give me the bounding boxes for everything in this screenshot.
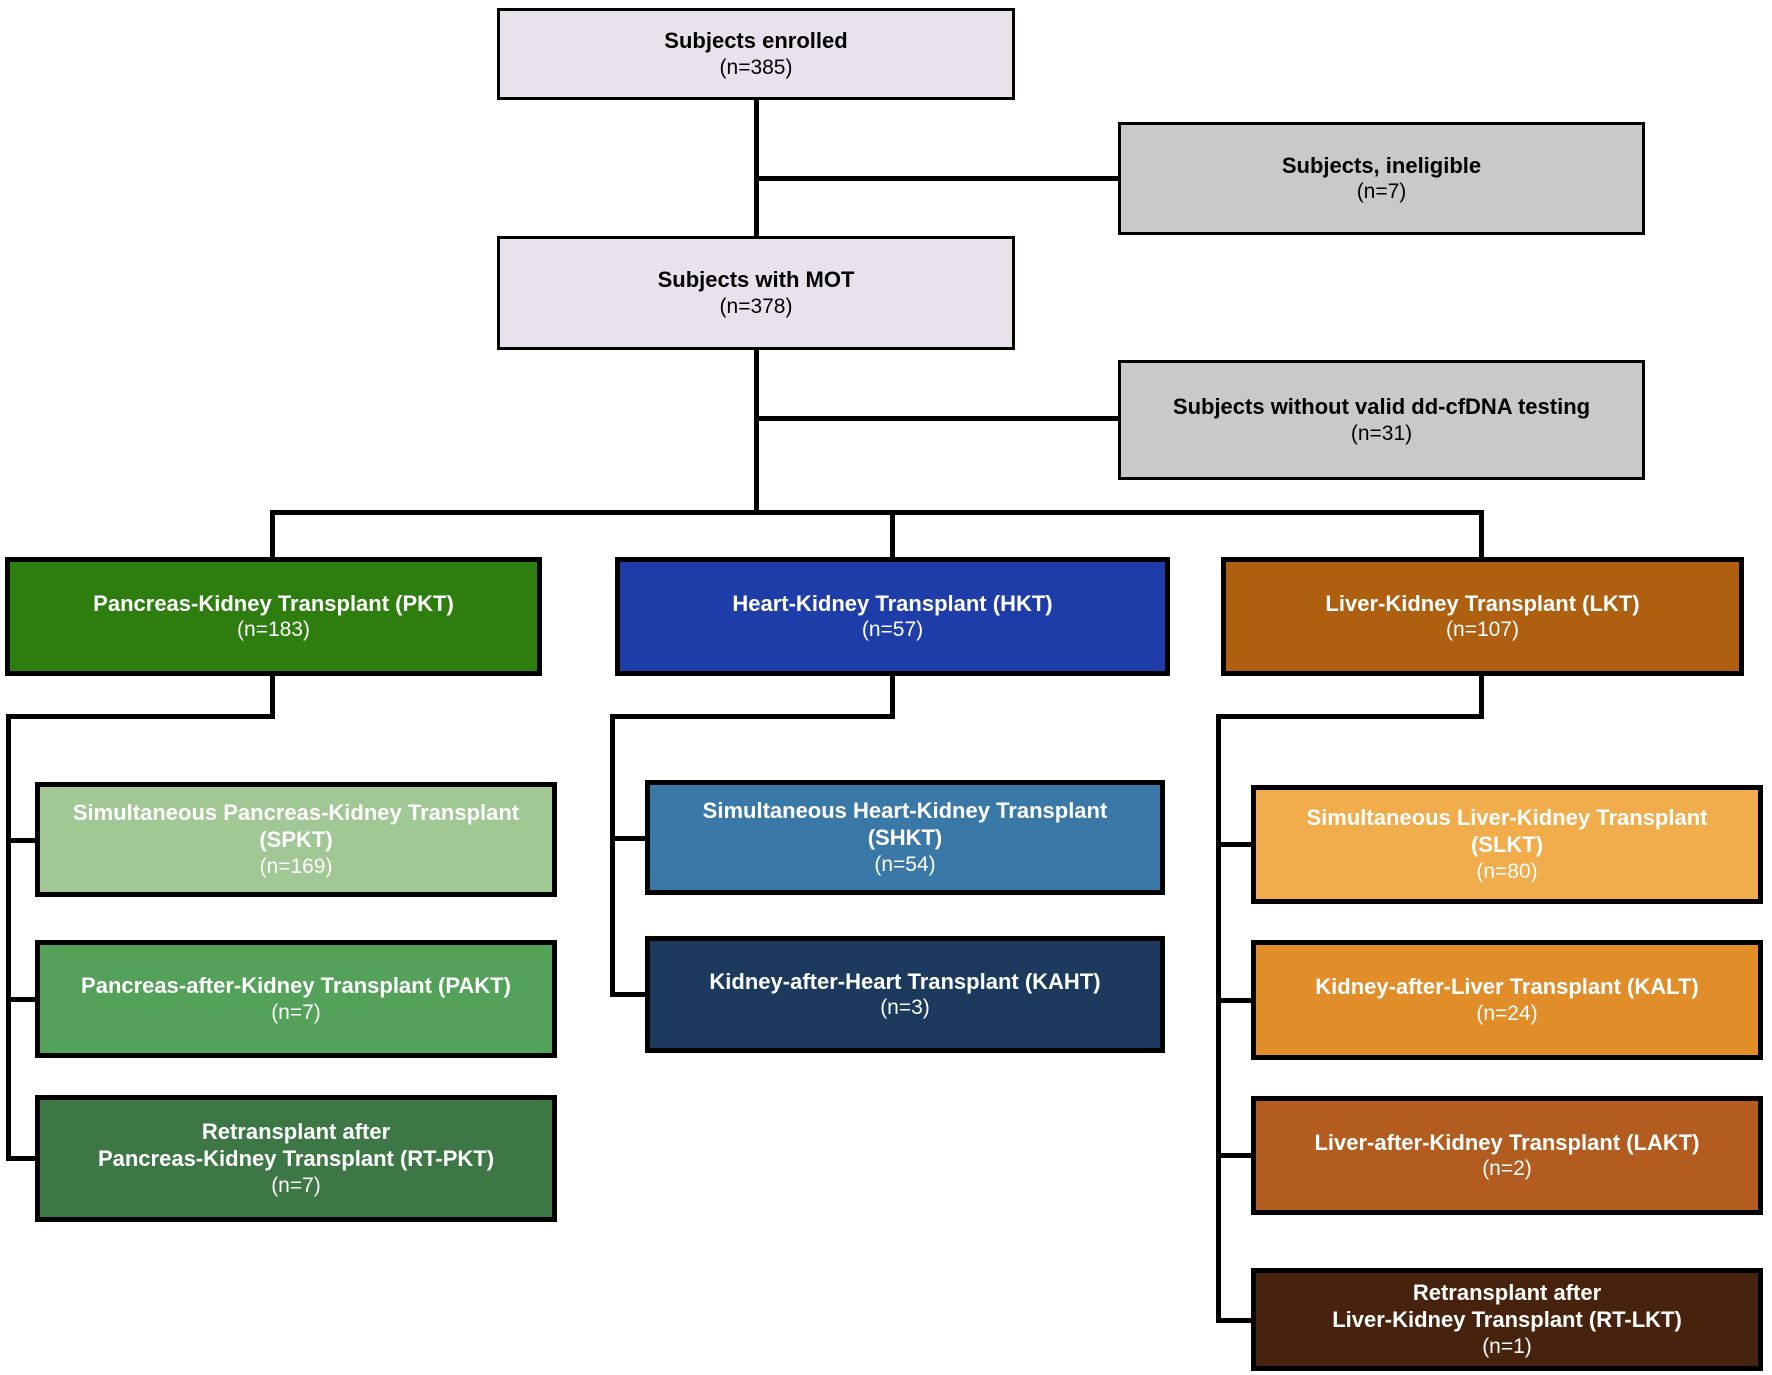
box-kalt-title: Kidney-after-Liver Transplant (KALT)	[1315, 974, 1699, 1000]
box-pakt-title: Pancreas-after-Kidney Transplant (PAKT)	[81, 973, 511, 999]
box-subjects-with-mot: Subjects with MOT (n=378)	[497, 236, 1015, 350]
box-kaht-title: Kidney-after-Heart Transplant (KAHT)	[709, 968, 1101, 994]
box-slkt-title2: (SLKT)	[1470, 832, 1544, 858]
box-subjects-without-cfdna-title: Subjects without valid dd-cfDNA testing	[1172, 394, 1591, 420]
box-rtlkt: Retransplant after Liver-Kidney Transpla…	[1251, 1268, 1763, 1371]
box-lakt-count: (n=2)	[1482, 1157, 1532, 1181]
box-subjects-ineligible-title: Subjects, ineligible	[1281, 152, 1482, 178]
connector-stub-spkt	[6, 838, 35, 843]
connector-to-no-cfdna	[754, 416, 1118, 421]
box-shkt-title: Simultaneous Heart-Kidney Transplant	[702, 798, 1108, 824]
box-slkt: Simultaneous Liver-Kidney Transplant (SL…	[1251, 785, 1763, 904]
box-spkt-title2: (SPKT)	[259, 827, 333, 853]
box-shkt: Simultaneous Heart-Kidney Transplant (SH…	[645, 780, 1165, 895]
connector-pkt-elbow-vertical	[270, 676, 275, 719]
box-rtpkt: Retransplant after Pancreas-Kidney Trans…	[35, 1095, 557, 1222]
connector-lkt-elbow-horizontal	[1216, 714, 1484, 719]
connector-to-ineligible	[754, 176, 1118, 181]
box-shkt-count: (n=54)	[874, 852, 936, 876]
box-pkt: Pancreas-Kidney Transplant (PKT) (n=183)	[5, 557, 542, 676]
box-subjects-without-cfdna-count: (n=31)	[1350, 421, 1413, 445]
box-subjects-enrolled-title: Subjects enrolled	[664, 28, 848, 54]
box-kaht: Kidney-after-Heart Transplant (KAHT) (n=…	[645, 936, 1165, 1053]
box-subjects-with-mot-count: (n=378)	[719, 294, 793, 318]
connector-hkt-elbow-horizontal	[610, 714, 895, 719]
connector-stub-kalt	[1216, 998, 1251, 1003]
box-pkt-count: (n=183)	[237, 618, 310, 642]
connector-stub-shkt	[610, 836, 645, 841]
box-lakt-title: Liver-after-Kidney Transplant (LAKT)	[1314, 1129, 1700, 1155]
box-subjects-enrolled: Subjects enrolled (n=385)	[497, 8, 1015, 100]
connector-drop-pkt	[270, 510, 275, 557]
box-rtpkt-count: (n=7)	[271, 1173, 321, 1197]
box-subjects-enrolled-count: (n=385)	[719, 55, 793, 79]
box-spkt-title: Simultaneous Pancreas-Kidney Transplant	[72, 800, 520, 826]
connector-enrolled-to-mot	[754, 100, 759, 238]
box-kaht-count: (n=3)	[880, 996, 930, 1020]
box-lkt-count: (n=107)	[1446, 618, 1519, 642]
box-subjects-ineligible: Subjects, ineligible (n=7)	[1118, 122, 1645, 235]
box-shkt-title2: (SHKT)	[867, 825, 943, 851]
box-spkt-count: (n=169)	[259, 854, 333, 878]
box-lkt-title: Liver-Kidney Transplant (LKT)	[1325, 590, 1640, 616]
box-lkt: Liver-Kidney Transplant (LKT) (n=107)	[1221, 557, 1744, 676]
connector-stub-rtlkt	[1216, 1318, 1251, 1323]
box-kalt: Kidney-after-Liver Transplant (KALT) (n=…	[1251, 940, 1763, 1060]
box-slkt-title: Simultaneous Liver-Kidney Transplant	[1306, 805, 1708, 831]
connector-stub-pakt	[6, 997, 35, 1002]
box-pakt-count: (n=7)	[271, 1000, 321, 1024]
box-hkt: Heart-Kidney Transplant (HKT) (n=57)	[615, 557, 1170, 676]
box-subjects-without-cfdna: Subjects without valid dd-cfDNA testing …	[1118, 360, 1645, 480]
connector-hkt-elbow-vertical	[890, 676, 895, 719]
box-subjects-ineligible-count: (n=7)	[1356, 180, 1407, 204]
box-kalt-count: (n=24)	[1476, 1001, 1538, 1025]
box-rtlkt-title: Retransplant after	[1412, 1280, 1602, 1306]
connector-drop-lkt	[1479, 510, 1484, 557]
connector-drop-hkt	[890, 510, 895, 557]
box-lakt: Liver-after-Kidney Transplant (LAKT) (n=…	[1251, 1096, 1763, 1215]
connector-stub-rtpkt	[6, 1156, 35, 1161]
box-pkt-title: Pancreas-Kidney Transplant (PKT)	[93, 590, 454, 616]
connector-stub-slkt	[1216, 842, 1251, 847]
box-subjects-with-mot-title: Subjects with MOT	[657, 267, 855, 293]
box-rtlkt-count: (n=1)	[1482, 1334, 1532, 1358]
connector-middle-rail	[610, 714, 615, 997]
connector-pkt-elbow-horizontal	[6, 714, 275, 719]
box-rtpkt-title2: Pancreas-Kidney Transplant (RT-PKT)	[97, 1146, 495, 1172]
box-slkt-count: (n=80)	[1476, 859, 1538, 883]
box-spkt: Simultaneous Pancreas-Kidney Transplant …	[35, 782, 557, 897]
connector-distributor	[270, 510, 1484, 515]
box-rtlkt-title2: Liver-Kidney Transplant (RT-LKT)	[1332, 1307, 1682, 1333]
connector-stub-lakt	[1216, 1153, 1251, 1158]
box-hkt-title: Heart-Kidney Transplant (HKT)	[732, 590, 1053, 616]
connector-stub-kaht	[610, 992, 645, 997]
box-rtpkt-title: Retransplant after	[201, 1119, 391, 1145]
connector-right-rail	[1216, 714, 1221, 1323]
connector-lkt-elbow-vertical	[1479, 676, 1484, 719]
connector-left-rail	[6, 714, 11, 1161]
connector-mot-to-distributor	[754, 350, 759, 515]
box-hkt-count: (n=57)	[861, 618, 924, 642]
box-pakt: Pancreas-after-Kidney Transplant (PAKT) …	[35, 940, 557, 1058]
